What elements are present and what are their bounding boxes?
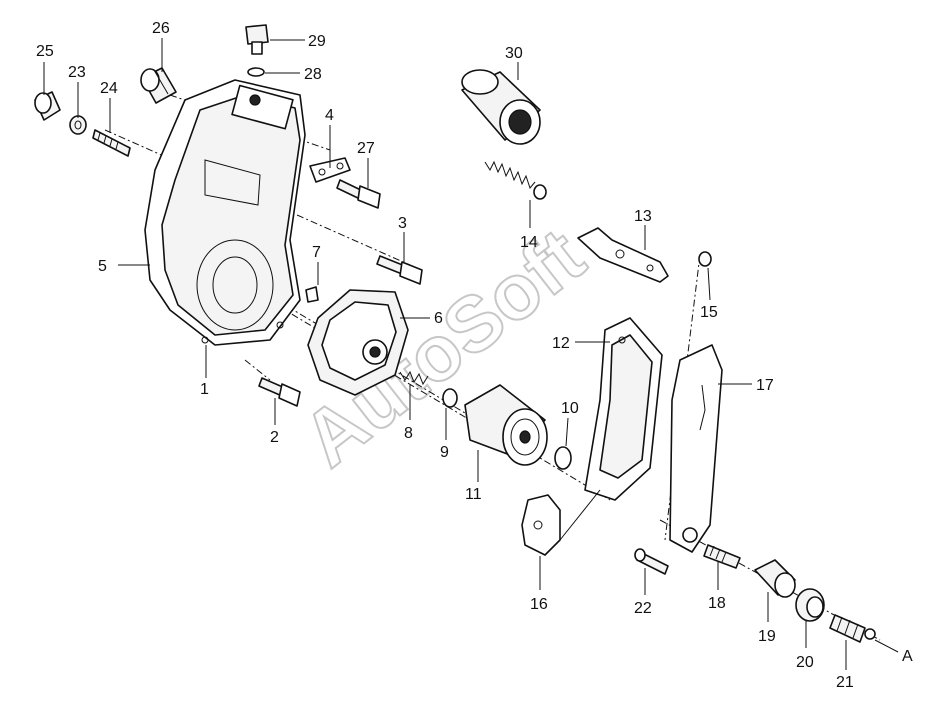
part-11-bearing [464, 384, 548, 466]
part-18-adjuster [703, 544, 741, 569]
callout-20: 20 [796, 654, 814, 671]
part-2-screw [258, 377, 301, 407]
callout-27: 27 [357, 140, 375, 157]
part-19-nut [754, 559, 796, 598]
callout-22: 22 [634, 600, 652, 617]
part-30-sleeve [461, 69, 541, 145]
callout-21: 21 [836, 674, 854, 691]
callout-16: 16 [530, 596, 548, 613]
callout-26: 26 [152, 20, 170, 37]
part-7-key [305, 286, 319, 303]
part-6-cam [307, 289, 409, 396]
callout-2: 2 [270, 429, 279, 446]
part-24-screw [92, 129, 131, 157]
callout-4: 4 [325, 107, 334, 124]
part-25-cap [34, 91, 61, 121]
part-23-nut [69, 115, 87, 135]
part-16-pawl [521, 494, 561, 556]
part-4-bracket [309, 157, 351, 183]
callout-labels: 25 23 24 26 29 28 30 4 27 3 5 7 6 1 2 8 … [36, 20, 913, 691]
part-12-lever [584, 317, 663, 501]
callout-10: 10 [561, 400, 579, 417]
callout-18: 18 [708, 595, 726, 612]
part-housing [144, 79, 306, 346]
part-14-spring [484, 160, 547, 200]
callout-8: 8 [404, 425, 413, 442]
callout-29: 29 [308, 33, 326, 50]
part-3-bolt [376, 255, 423, 285]
callout-1: 1 [200, 381, 209, 398]
part-20-nut [795, 588, 825, 622]
part-8-spring [399, 370, 429, 386]
callout-12: 12 [552, 335, 570, 352]
callout-15: 15 [700, 304, 718, 321]
part-9-washer [442, 388, 458, 408]
callout-30: 30 [505, 45, 523, 62]
part-26-plug [140, 67, 177, 104]
leader-lines [43, 38, 899, 670]
part-15-ring [698, 251, 712, 267]
part-13-clip [577, 227, 669, 283]
callout-28: 28 [304, 66, 322, 83]
callout-7: 7 [312, 244, 321, 261]
callout-9: 9 [440, 444, 449, 461]
part-10-ring [554, 446, 572, 470]
callout-19: 19 [758, 628, 776, 645]
callout-25: 25 [36, 43, 54, 60]
callout-6: 6 [434, 310, 443, 327]
callout-17: 17 [756, 377, 774, 394]
callout-5: 5 [98, 258, 107, 275]
part-28-washer [247, 67, 265, 77]
part-27-screw [336, 179, 381, 209]
callout-14: 14 [520, 234, 538, 251]
part-22-pin [634, 548, 669, 575]
part-29-bolt [245, 24, 269, 55]
callout-3: 3 [398, 215, 407, 232]
part-21-screw [829, 614, 876, 643]
callout-24: 24 [100, 80, 118, 97]
part-17-plate [669, 344, 723, 553]
callout-A: A [902, 648, 913, 665]
callout-13: 13 [634, 208, 652, 225]
callout-23: 23 [68, 64, 86, 81]
callout-11: 11 [465, 486, 482, 503]
